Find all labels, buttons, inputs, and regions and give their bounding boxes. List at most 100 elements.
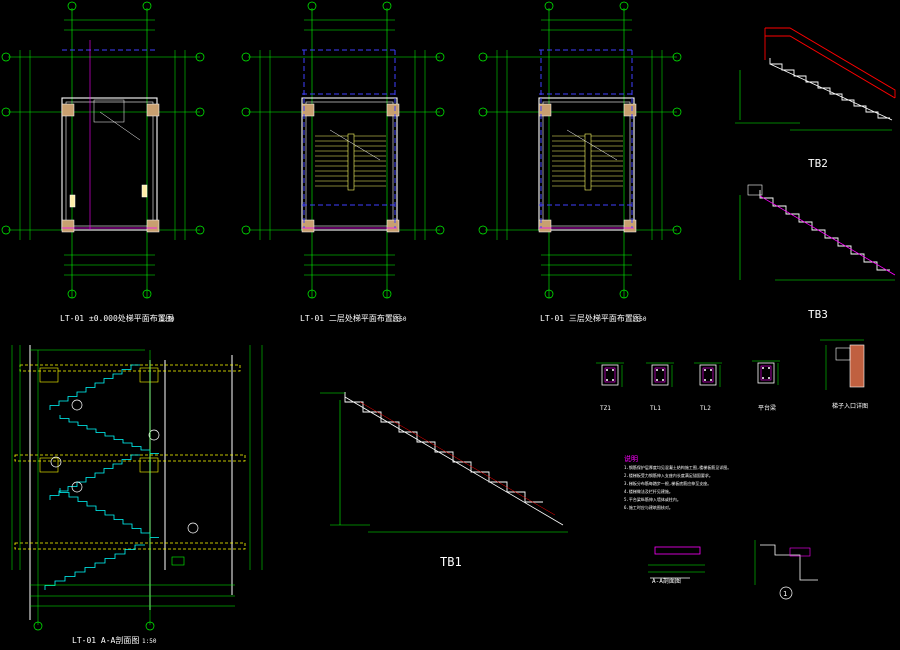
plan-scale-1: 1:50: [160, 316, 175, 323]
stair-wall-inner: [542, 101, 631, 227]
detail-callout: [148, 429, 160, 441]
stair-plan-2: [241, 1, 445, 299]
entry-beam: [835, 347, 851, 361]
entry-detail: [820, 339, 865, 390]
detail-1: [754, 540, 818, 600]
notes-heading: 说明: [624, 454, 638, 463]
beam-detail-label-tz1: TZ1: [600, 405, 611, 412]
detail-callout: [71, 481, 83, 493]
stair-wall-outline: [61, 97, 158, 231]
axis-bubble-right: [435, 107, 445, 117]
stair-wall-inner: [65, 101, 154, 227]
floor-slab: [14, 454, 246, 462]
detail-a-label: A-A剖面图: [652, 577, 681, 585]
axis-bubble-bottom: [145, 621, 155, 631]
column-small: [141, 184, 148, 198]
run-label-tb3: TB3: [808, 308, 828, 321]
rebar-dot: [704, 379, 706, 381]
beam-section-3: [694, 362, 722, 387]
column: [538, 219, 552, 233]
notes-line-4: 4.楼梯做法及栏杆见建施。: [624, 488, 673, 494]
stair-soffit: [344, 396, 564, 526]
axis-bubble-right: [672, 52, 682, 62]
axis-bubble-right: [435, 225, 445, 235]
column: [623, 103, 637, 117]
walk-arrow: [329, 129, 381, 161]
rebar-dot: [656, 379, 658, 381]
beam-detail-label-entry: 梯子入口详图: [832, 402, 868, 410]
stirrup: [604, 367, 616, 383]
stair-steps: [344, 392, 543, 503]
stair-runs-layer: [320, 27, 896, 533]
stair-treads: [315, 133, 386, 191]
notes-line-6: 6.施工时应与建筑图核对。: [624, 504, 673, 510]
axis-bubble-right: [195, 52, 205, 62]
rebar-dot: [704, 369, 706, 371]
column: [623, 219, 637, 233]
run-label-tb1: TB1: [440, 555, 462, 569]
axis-bubble-left: [478, 52, 488, 62]
axis-bubble-bottom: [619, 289, 629, 299]
axis-bubble-right: [672, 225, 682, 235]
beam-section-4: [752, 360, 780, 385]
axis-bubble-top: [67, 1, 77, 11]
rebar-dot: [768, 367, 770, 369]
plan-title-2: LT-01 二层处梯平面布置图: [300, 313, 401, 323]
axis-bubble-top: [382, 1, 392, 11]
beam-detail-label-tl1: TL1: [650, 405, 661, 412]
rebar-dot: [606, 369, 608, 371]
notes-line-5: 5.平台梁纵筋伸入墙体或柱内。: [624, 496, 681, 502]
beam-section-outline: [757, 362, 775, 384]
axis-bubble-bottom: [67, 289, 77, 299]
column-small: [69, 194, 76, 208]
plan-scale-3: 1:50: [632, 316, 647, 323]
column: [146, 219, 160, 233]
rebar-dot: [710, 379, 712, 381]
stirrup: [654, 367, 666, 383]
stair-treads: [552, 133, 623, 191]
floor-slab: [19, 364, 241, 372]
stirrup: [702, 367, 714, 383]
rebar-dot: [768, 377, 770, 379]
column: [61, 103, 75, 117]
detail-callout: [71, 399, 83, 411]
axis-bubble-bottom: [33, 621, 43, 631]
rebar-dot: [762, 377, 764, 379]
detail-callout: [50, 456, 62, 468]
rebar-dot: [710, 369, 712, 371]
node-outline: [760, 544, 818, 581]
detail-callout: [187, 522, 199, 534]
column: [301, 103, 315, 117]
notes-line-1: 1.钢筋保护层厚度均见混凝土结构施工图,楼梯板筋见详图。: [624, 464, 731, 470]
handrail: [765, 27, 896, 98]
beam-box: [139, 457, 159, 473]
plans-layer: [1, 1, 682, 299]
axis-bubble-left: [241, 52, 251, 62]
rebar-dot: [606, 379, 608, 381]
stair-wall-outline: [538, 97, 635, 231]
column: [61, 219, 75, 233]
slab-section: [654, 546, 701, 555]
axis-bubble-bottom: [544, 289, 554, 299]
node-beam: [789, 547, 811, 557]
beam-section-1: [596, 362, 624, 387]
axis-bubble-left: [241, 225, 251, 235]
axis-bubble-bottom: [307, 289, 317, 299]
axis-bubble-bottom: [382, 289, 392, 299]
section-title: LT-01 A-A剖面图: [72, 635, 139, 645]
floor-slab: [14, 542, 246, 550]
beam-detail-label-tl2: TL2: [700, 405, 711, 412]
landing-outline: [93, 99, 125, 123]
axis-bubble-right: [435, 52, 445, 62]
stirrup: [760, 365, 772, 381]
rebar-dot: [762, 367, 764, 369]
axis-bubble-right: [672, 107, 682, 117]
run-label-tb2: TB2: [808, 157, 828, 170]
axis-bubble-top: [307, 1, 317, 11]
detail-a-section: [648, 546, 705, 579]
notes-line-2: 2.楼梯板受力钢筋伸入支座内长度满足锚固要求。: [624, 472, 713, 478]
plan-scale-2: 1:50: [392, 316, 407, 323]
walk-arrow: [566, 129, 618, 161]
stair-plan-1: [1, 1, 205, 299]
